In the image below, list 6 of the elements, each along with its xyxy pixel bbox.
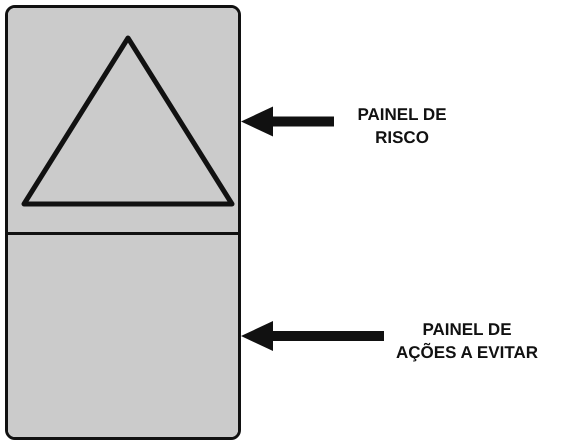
panel-label: PAINEL DE AÇÕES A EVITAR [392,318,542,364]
avoidance-panel [8,235,238,437]
panel-label: PAINEL DE RISCO [342,103,462,149]
arrow [241,106,334,136]
arrow [241,321,384,351]
hazard-panel [8,8,238,235]
